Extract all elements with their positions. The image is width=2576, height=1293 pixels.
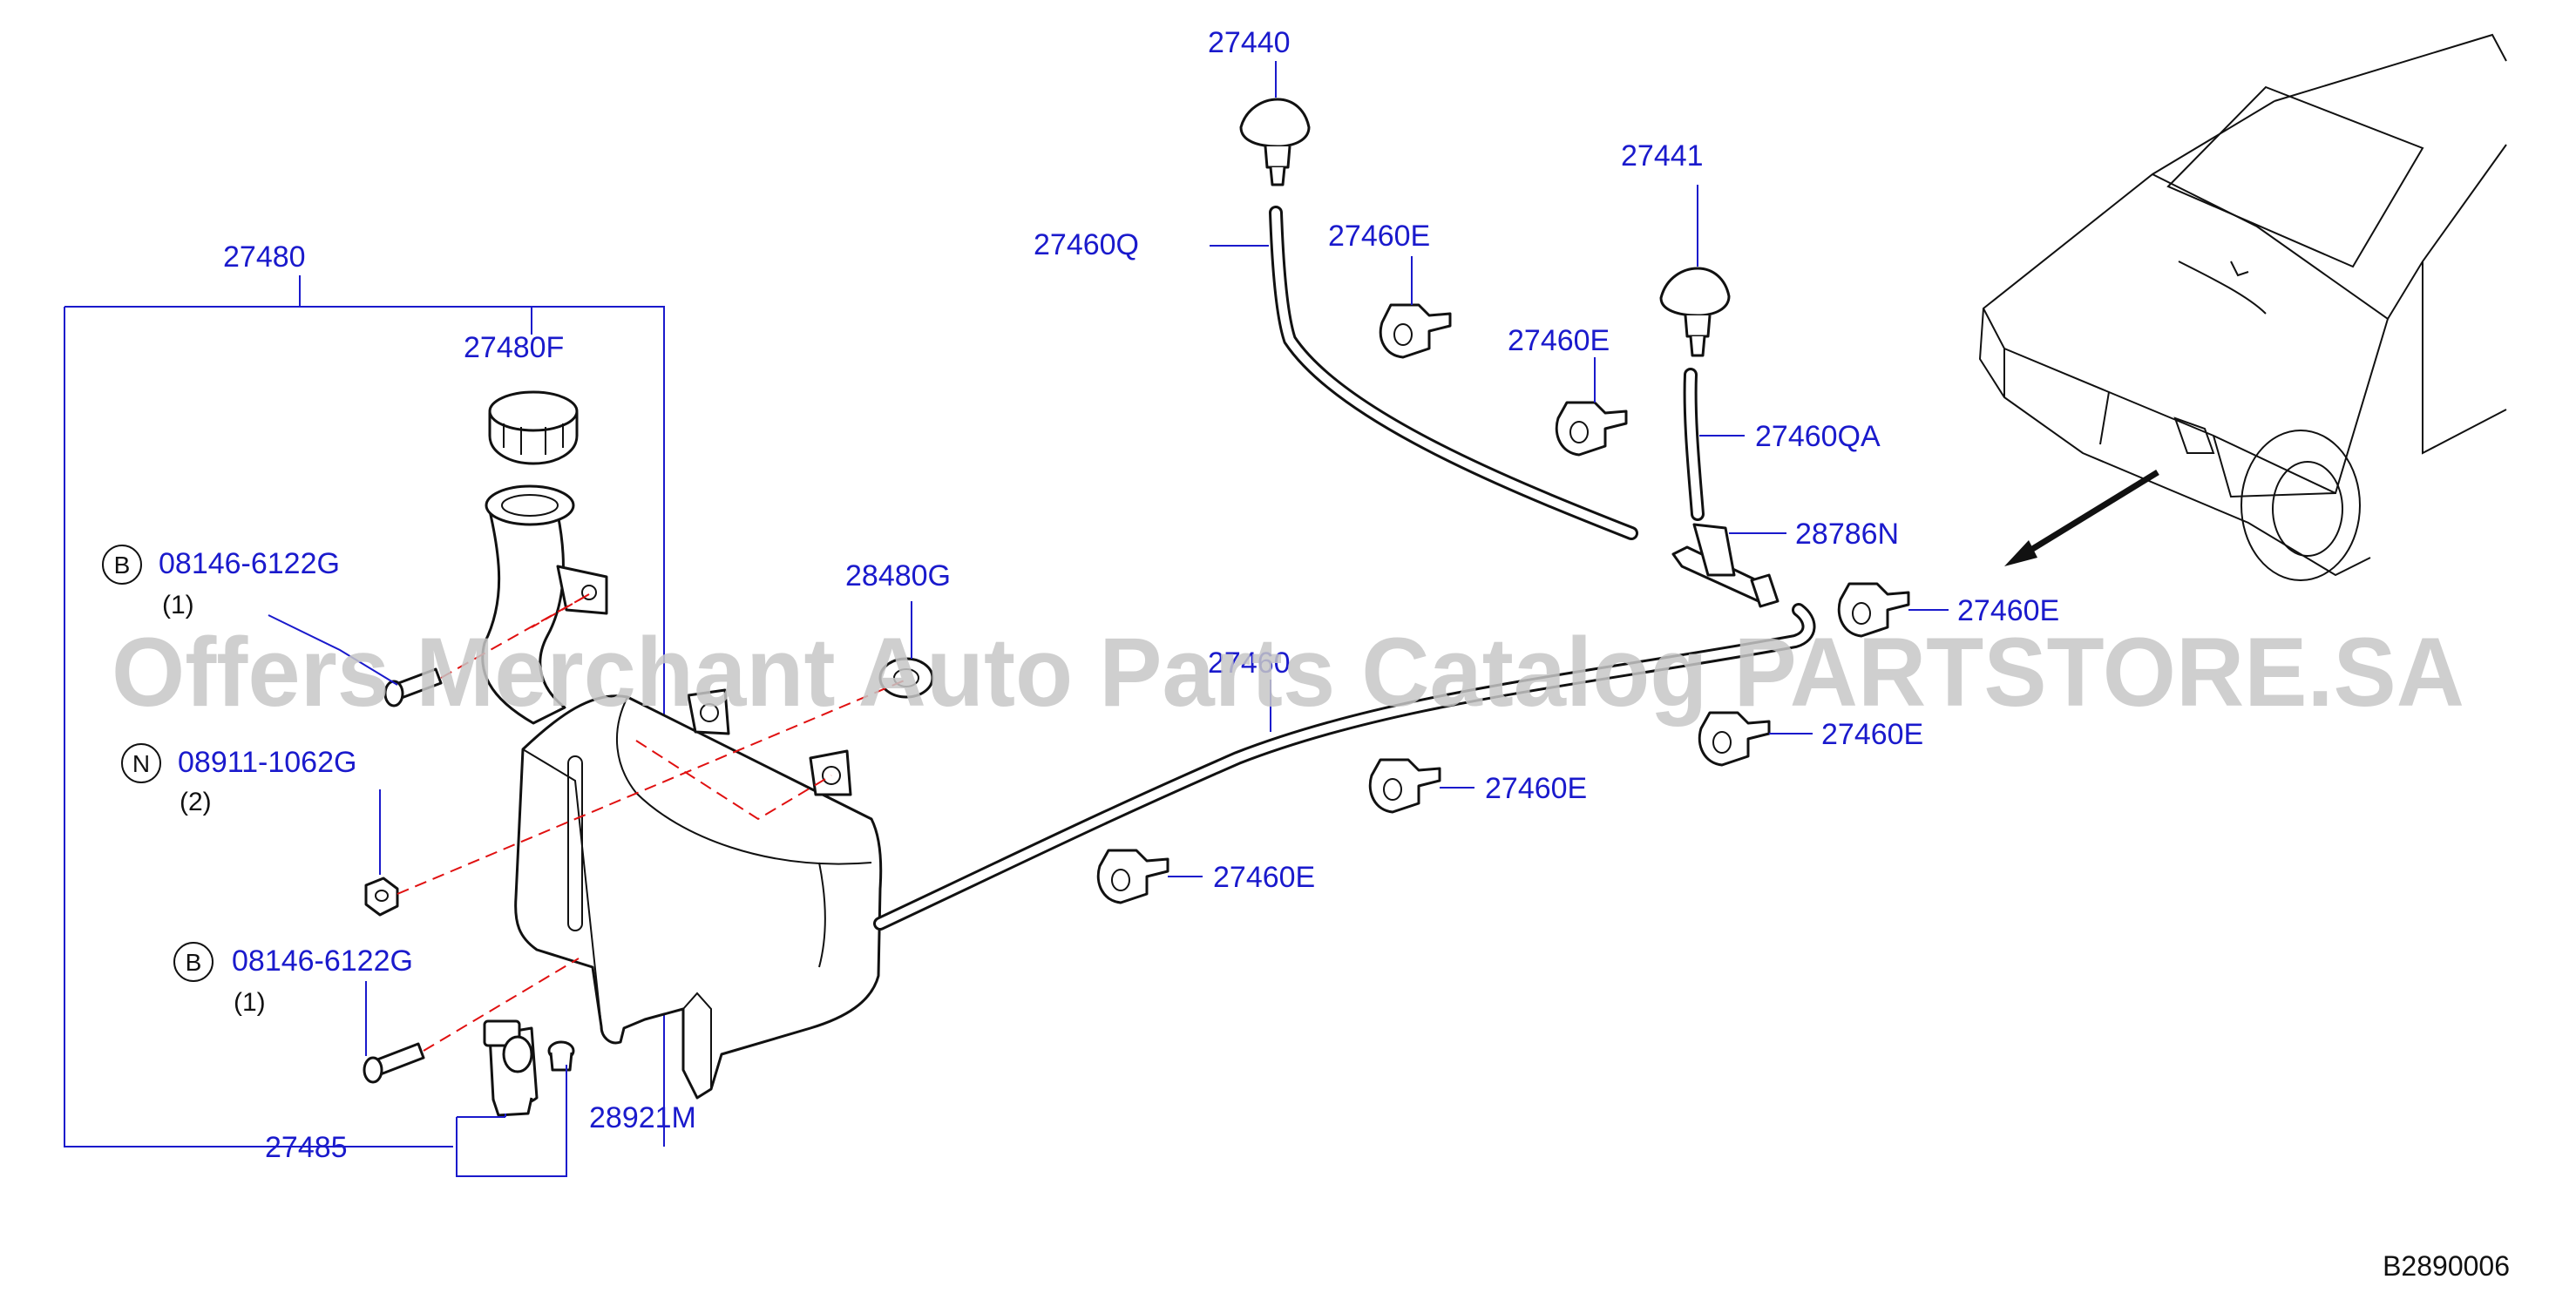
diagram-code: B2890006	[2383, 1250, 2510, 1282]
leader-lines	[268, 61, 1949, 1177]
clip-4	[1698, 711, 1771, 767]
nut	[364, 877, 399, 917]
fastener-qty-2: (2)	[180, 788, 212, 816]
label-27460e-4: 27460E	[1821, 718, 1923, 751]
washer-tank	[481, 484, 883, 1100]
label-27460e-1: 27460E	[1328, 220, 1430, 253]
fastener-qty-1: (1)	[162, 591, 194, 619]
fastener-code-2: 08911-1062G	[178, 746, 356, 779]
fastener-letter-2: N	[132, 750, 150, 777]
label-27440: 27440	[1208, 26, 1291, 59]
fastener-callout-2: N 08911-1062G (2)	[121, 743, 356, 816]
label-27460q: 27460Q	[1034, 228, 1139, 261]
location-arrow	[2004, 470, 2159, 566]
clip-1	[1379, 303, 1452, 359]
part-labels: 27440 27441 27460Q 27460E 27460E 27460QA…	[223, 26, 2059, 1164]
fastener-code-1: 08146-6122G	[159, 547, 340, 580]
fastener-letter-3: B	[186, 949, 202, 976]
label-28786n: 28786N	[1795, 518, 1899, 551]
label-27460e-3: 27460E	[1957, 594, 2059, 627]
washer-pump	[483, 1019, 539, 1117]
clip-6	[1096, 849, 1169, 904]
hose-joint	[1671, 523, 1779, 608]
label-27485: 27485	[265, 1131, 348, 1164]
label-27441: 27441	[1621, 139, 1704, 173]
bolt-upper	[383, 667, 443, 707]
assembly-dashed-lines	[397, 593, 907, 1052]
clip-3	[1837, 582, 1910, 638]
label-27460e-6: 27460E	[1213, 861, 1315, 894]
fastener-callout-3: B 08146-6122G (1)	[173, 942, 413, 1017]
label-27460-partial: 27460	[1208, 646, 1291, 680]
fastener-callout-1: B 08146-6122G (1)	[102, 545, 340, 619]
label-28480g: 28480G	[845, 559, 951, 592]
hose-27460qa	[1683, 368, 1705, 521]
clip-5	[1368, 758, 1441, 814]
label-27460e-2: 27460E	[1508, 324, 1610, 357]
label-28921m: 28921M	[589, 1101, 696, 1134]
bolt-lower	[363, 1042, 425, 1084]
hose-main	[873, 603, 1816, 931]
fastener-code-3: 08146-6122G	[232, 944, 413, 978]
watermark: Offers Merchant Auto Parts Catalog PARTS…	[112, 618, 2464, 727]
label-27480f: 27480F	[464, 331, 564, 364]
label-27480: 27480	[223, 240, 306, 274]
grommet	[878, 657, 934, 699]
clip-2	[1555, 401, 1628, 457]
nozzle-27441	[1659, 267, 1731, 357]
fastener-letter-1: B	[114, 552, 131, 579]
filler-cap	[488, 390, 579, 465]
hose-27460q	[1269, 206, 1638, 540]
pump-grommet	[547, 1040, 575, 1072]
fastener-qty-3: (1)	[234, 988, 266, 1017]
label-27460qa: 27460QA	[1755, 420, 1881, 453]
vehicle-inset	[1978, 33, 2507, 581]
nozzle-27440	[1239, 98, 1311, 186]
label-27460e-5: 27460E	[1485, 772, 1587, 805]
